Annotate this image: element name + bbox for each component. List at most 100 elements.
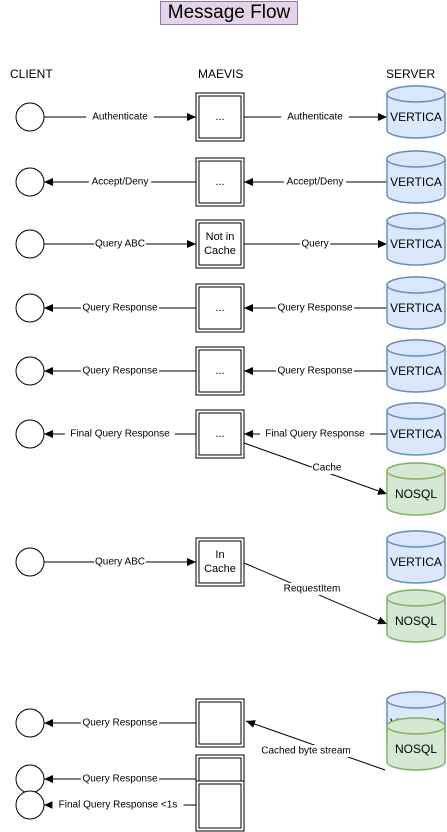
client-node-7 — [15, 708, 45, 738]
vertica-node-1-label: VERTICA — [390, 175, 442, 189]
edge-label-right-0: Authenticate — [287, 112, 343, 123]
edge-label-diagonal-0-bg — [311, 462, 343, 474]
nosql-node-1-top — [386, 589, 446, 607]
nosql-node-2-top — [386, 717, 446, 735]
edge-label-left-7: Query Response — [82, 718, 157, 729]
maevis-box-inner-0 — [198, 95, 242, 139]
column-header-client: CLIENT — [10, 67, 53, 81]
edge-label-right-5: Final Query Response — [265, 429, 365, 440]
edge-label-left-5: Final Query Response — [70, 429, 170, 440]
edge-label-right-0-bg — [281, 111, 349, 123]
client-node-5 — [15, 419, 45, 449]
maevis-box-label-0: ... — [215, 111, 224, 123]
client-node-8 — [15, 764, 45, 794]
maevis-box-inner-3 — [198, 286, 242, 330]
edge-label-left-3: Query Response — [82, 303, 157, 314]
edge-label-right-2: Query — [301, 239, 328, 250]
maevis-box-label-2-b: Cache — [204, 245, 236, 257]
vertica-node-0-top — [386, 85, 446, 103]
edge-label-left-7-bg — [80, 717, 160, 729]
maevis-box-5 — [195, 409, 245, 459]
client-node-4 — [15, 356, 45, 386]
client-node-3 — [15, 293, 45, 323]
maevis-box-inner-4 — [198, 349, 242, 393]
maevis-box-inner-7 — [198, 701, 242, 745]
maevis-box-0 — [195, 92, 245, 142]
maevis-box-inner-5 — [198, 412, 242, 456]
column-header-server: SERVER — [386, 67, 436, 81]
client-node-2 — [15, 229, 45, 259]
vertica-node-3-top — [386, 276, 446, 294]
edge-label-left-1: Accept/Deny — [92, 177, 149, 188]
client-node-0 — [15, 102, 45, 132]
maevis-box-9 — [195, 780, 245, 832]
edge-label-right-2-bg — [299, 238, 331, 250]
edge-label-left-2-bg — [94, 238, 146, 250]
edge-label-left-9: Final Query Response <1s — [59, 800, 178, 811]
edge-label-left-6: Query ABC — [95, 557, 145, 568]
maevis-box-7 — [195, 698, 245, 748]
edge-label-left-2: Query ABC — [95, 239, 145, 250]
edge-label-right-4: Query Response — [277, 366, 352, 377]
nosql-node-0-label: NOSQL — [395, 487, 437, 501]
vertica-node-1-top — [386, 150, 446, 168]
edge-label-left-1-bg — [88, 176, 152, 188]
client-node-9 — [15, 790, 45, 820]
vertica-node-4-label: VERTICA — [390, 364, 442, 378]
maevis-box-label-1: ... — [215, 176, 224, 188]
vertica-node-4-top — [386, 339, 446, 357]
edge-label-left-9-bg — [52, 799, 184, 811]
vertica-node-3-label: VERTICA — [390, 301, 442, 315]
maevis-box-2 — [195, 219, 245, 269]
maevis-box-label-2-a: Not in — [206, 231, 235, 243]
edge-label-left-4: Query Response — [82, 366, 157, 377]
maevis-box-6 — [195, 537, 245, 587]
edge-label-diagonal-1-bg — [280, 583, 344, 595]
edge-label-left-0-bg — [86, 111, 154, 123]
vertica-node-2-label: VERTICA — [390, 237, 442, 251]
maevis-box-inner-1 — [198, 160, 242, 204]
edge-label-right-3-bg — [275, 302, 355, 314]
vertica-node-5-top — [386, 402, 446, 420]
edge-label-right-1: Accept/Deny — [287, 177, 344, 188]
maevis-box-label-6-b: Cache — [204, 563, 236, 575]
maevis-box-label-5: ... — [215, 428, 224, 440]
edge-label-right-5-bg — [260, 428, 370, 440]
maevis-box-label-4: ... — [215, 365, 224, 377]
maevis-box-3 — [195, 283, 245, 333]
vertica-node-2: VERTICA — [386, 212, 446, 266]
edge-label-diagonal-2: Cached byte stream — [261, 746, 351, 757]
diagram-title: Message Flow — [160, 1, 298, 25]
edge-label-left-5-bg — [65, 428, 175, 440]
vertica-node-0: VERTICA — [386, 85, 446, 139]
edge-label-diagonal-1: RequestItem — [284, 584, 341, 595]
edge-label-left-6-bg — [94, 556, 146, 568]
maevis-box-inner-9 — [198, 783, 242, 829]
maevis-box-inner-2 — [198, 222, 242, 266]
client-node-1 — [15, 167, 45, 197]
vertica-node-0-label: VERTICA — [390, 110, 442, 124]
edge-label-right-4-bg — [275, 365, 355, 377]
edge-label-diagonal-2-bg — [256, 745, 356, 757]
edge-label-left-8-bg — [80, 773, 160, 785]
edge-label-right-3: Query Response — [277, 303, 352, 314]
nosql-node-1-label: NOSQL — [395, 614, 437, 628]
vertica-node-2-top — [386, 212, 446, 230]
vertica-node-1: VERTICA — [386, 150, 446, 204]
maevis-box-4 — [195, 346, 245, 396]
edge-label-left-4-bg — [80, 365, 160, 377]
vertica-node-5-label: VERTICA — [390, 427, 442, 441]
maevis-box-label-6-a: In — [215, 549, 224, 561]
vertica-node-5: VERTICA — [386, 402, 446, 456]
nosql-node-2-label: NOSQL — [395, 742, 437, 756]
nosql-node-0: NOSQL — [386, 462, 446, 516]
nosql-node-2: NOSQL — [386, 717, 446, 771]
edge-label-left-0: Authenticate — [92, 112, 148, 123]
nosql-node-0-top — [386, 462, 446, 480]
maevis-box-1 — [195, 157, 245, 207]
edge-label-left-3-bg — [80, 302, 160, 314]
vertica-node-6-top — [386, 530, 446, 548]
client-node-6 — [15, 547, 45, 577]
edge-label-diagonal-0: Cache — [313, 463, 342, 474]
